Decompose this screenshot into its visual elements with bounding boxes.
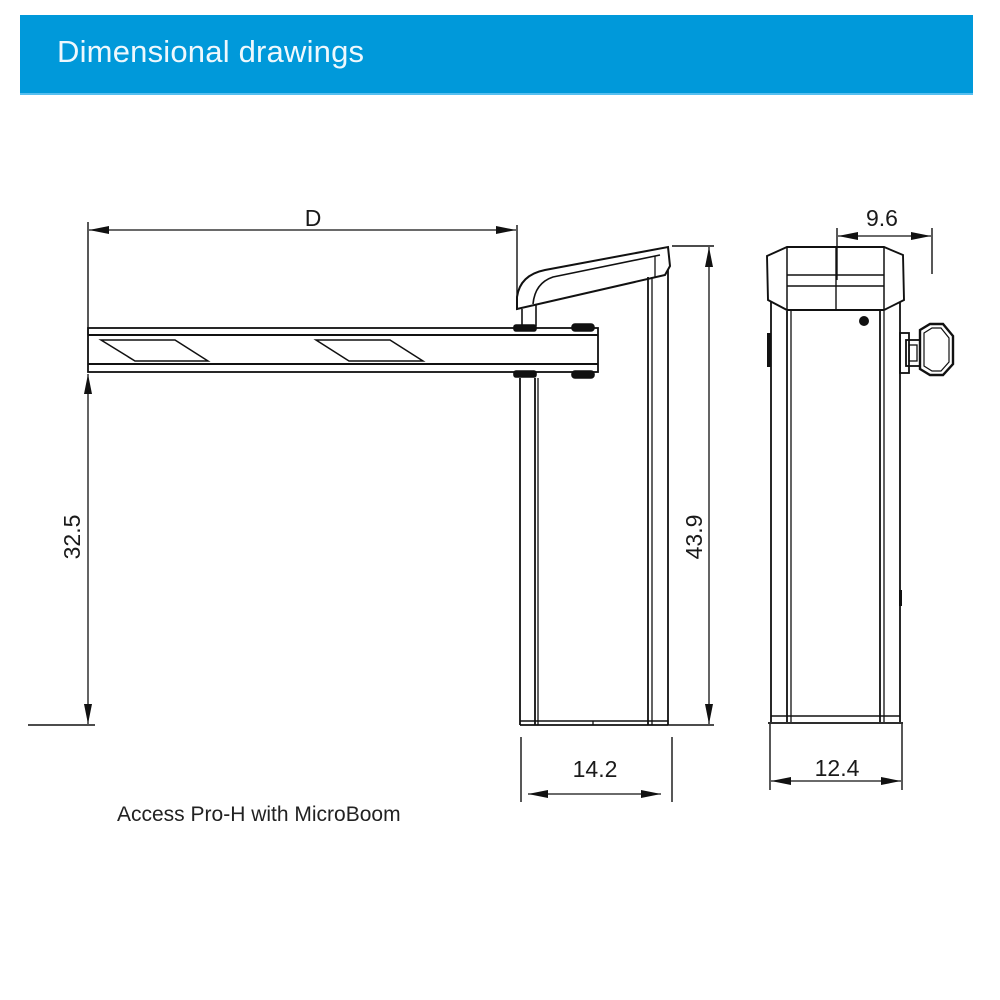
- dimension-9-6: [836, 228, 933, 280]
- dimension-d: [87, 222, 518, 335]
- side-body: [767, 302, 903, 724]
- dimension-label-boom-height: 32.5: [59, 515, 85, 560]
- boom-arm: [87, 323, 599, 379]
- dimension-12-4: [769, 724, 903, 790]
- section-title: Dimensional drawings: [57, 34, 365, 69]
- side-view: [766, 228, 955, 790]
- dimension-label-cabinet-width: 14.2: [573, 756, 618, 782]
- dimension-14-2: [520, 737, 673, 802]
- dimension-label-top-offset: 9.6: [866, 205, 898, 231]
- dimension-label-cabinet-depth: 12.4: [815, 755, 860, 781]
- drawing-caption: Access Pro-H with MicroBoom: [117, 803, 401, 826]
- dimension-32-5: [28, 374, 95, 726]
- section-header-bar: Dimensional drawings: [20, 15, 973, 95]
- barrier-cabinet: [516, 245, 672, 726]
- dimension-43-9: [668, 245, 714, 726]
- dimension-label-d: D: [305, 205, 322, 231]
- front-view: [28, 222, 714, 802]
- side-cap: [766, 246, 905, 311]
- boom-hub-knob: [899, 322, 955, 377]
- dimension-label-total-height: 43.9: [681, 515, 707, 560]
